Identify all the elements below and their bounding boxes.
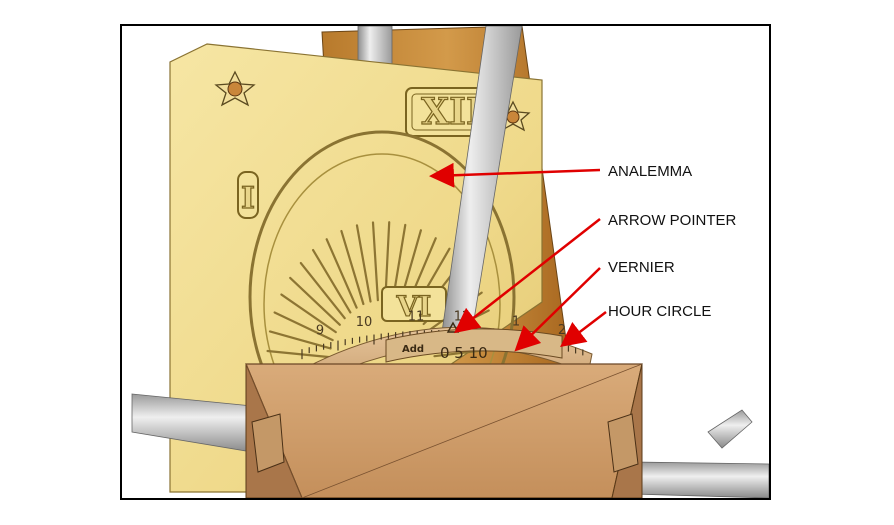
rod-right-upper xyxy=(707,409,753,449)
vernier-arrow xyxy=(514,267,601,352)
hour-line xyxy=(311,248,352,314)
hour-number: 11 xyxy=(408,310,425,325)
arrow-pointer-arrow xyxy=(454,218,601,334)
numeral-i: I xyxy=(241,181,255,216)
hour-circle-arrow xyxy=(560,311,607,348)
hour-line xyxy=(289,276,341,326)
wooden-block xyxy=(245,363,643,498)
numeral-i-plaque: I xyxy=(237,171,259,219)
hour-line xyxy=(266,349,331,359)
hour-line xyxy=(273,311,334,342)
analemma-arrow xyxy=(429,162,601,188)
numeral-vi: VI xyxy=(396,290,432,323)
callout-arrows xyxy=(429,162,607,352)
clamp-bracket xyxy=(251,413,639,473)
hour-number: 10 xyxy=(356,315,373,330)
hour-line xyxy=(299,261,346,320)
hour-line xyxy=(268,330,332,350)
add-label: Add xyxy=(402,344,424,355)
vernier-scale: 0 5 10 xyxy=(440,344,488,362)
star-icon xyxy=(214,70,256,107)
label-arrow-pointer: ARROW POINTER xyxy=(608,212,737,229)
hour-line xyxy=(340,229,365,306)
label-hour-circle: HOUR CIRCLE xyxy=(608,303,711,320)
hour-line xyxy=(371,221,379,302)
hour-line xyxy=(280,293,337,334)
rod-right xyxy=(631,461,769,498)
hour-line xyxy=(355,224,372,303)
label-analemma: ANALEMMA xyxy=(608,163,692,180)
label-vernier: VERNIER xyxy=(608,259,675,276)
hour-number: 1 xyxy=(512,314,520,329)
hour-line xyxy=(325,238,358,309)
hour-number: 9 xyxy=(316,324,324,339)
